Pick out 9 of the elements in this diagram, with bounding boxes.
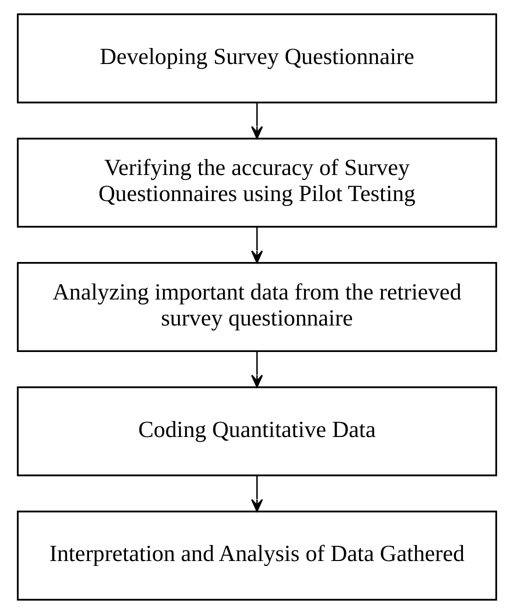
arrow bbox=[251, 102, 263, 139]
node-box: Interpretation and Analysis of Data Gathered bbox=[16, 510, 498, 601]
node-box: Verifying the accuracy of Survey Questionnaires using Pilot Testing bbox=[16, 138, 498, 228]
arrow bbox=[251, 476, 263, 512]
node-box: Analyzing important data from the retrieved survey questionnaire bbox=[16, 262, 498, 352]
node-box: Coding Quantitative Data bbox=[16, 386, 498, 476]
arrow bbox=[251, 352, 263, 388]
node-box: Developing Survey Questionnaire bbox=[16, 13, 498, 104]
arrow bbox=[251, 227, 263, 264]
